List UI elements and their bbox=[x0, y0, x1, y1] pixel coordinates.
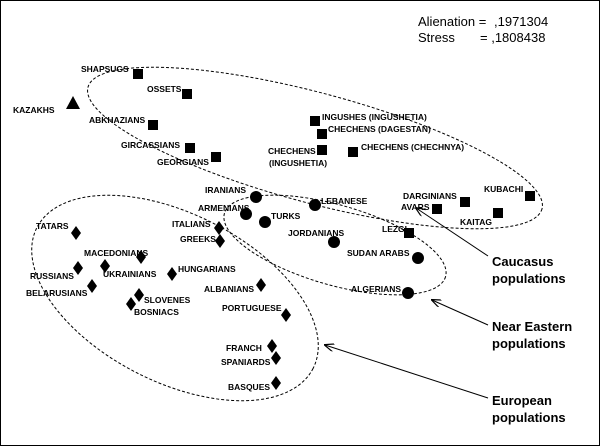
caucasus-group-label-line1: Caucasus bbox=[492, 254, 553, 269]
iranians-circle-marker bbox=[250, 191, 262, 203]
stress-label: Stress bbox=[418, 30, 455, 45]
albanians-label: ALBANIANS bbox=[204, 284, 254, 294]
spaniards-diamond-marker bbox=[271, 351, 281, 365]
sudan-arabs-circle-marker bbox=[412, 252, 424, 264]
ingushetia-label: (INGUSHETIA) bbox=[269, 158, 327, 168]
portuguese-diamond-marker bbox=[281, 308, 291, 322]
population-labels: KAZAKHS SHAPSUGS OSSETS ABKHAZIANS GIRCASSIA… bbox=[13, 64, 523, 392]
slovenes-label: SLOVENES bbox=[144, 295, 191, 305]
lebanese-label: LEBANESE bbox=[321, 196, 368, 206]
near-eastern-group-label-line2: populations bbox=[492, 336, 566, 351]
greeks-label: GREEKS bbox=[180, 234, 216, 244]
turks-label: TURKS bbox=[271, 211, 301, 221]
shapsugs-square-marker bbox=[133, 69, 143, 79]
lezgi-label: LEZGI bbox=[382, 224, 407, 234]
tatars-diamond-marker bbox=[71, 226, 81, 240]
franch-label: FRANCH bbox=[226, 343, 262, 353]
gircassians-label: GIRCASSIANS bbox=[121, 140, 180, 150]
jordanians-circle-marker bbox=[328, 236, 340, 248]
caucasus-arrow bbox=[416, 208, 489, 257]
slovenes-diamond-marker bbox=[134, 288, 144, 302]
kaitag-square-marker bbox=[493, 208, 503, 218]
russians-label: RUSSIANS bbox=[30, 271, 74, 281]
italians-label: ITALIANS bbox=[172, 219, 211, 229]
alienation-label: Alienation = bbox=[418, 14, 486, 29]
belarusians-label: BELARUSIANS bbox=[26, 288, 88, 298]
abkhazians-label: ABKHAZIANS bbox=[89, 115, 146, 125]
belarusians-diamond-marker bbox=[87, 279, 97, 293]
ossets-square-marker bbox=[182, 89, 192, 99]
european-arrow bbox=[325, 345, 489, 399]
hungarians-diamond-marker bbox=[167, 267, 177, 281]
franch-diamond-marker bbox=[267, 339, 277, 353]
jordanians-label: JORDANIANS bbox=[288, 228, 345, 238]
lezgi-square-marker bbox=[404, 228, 414, 238]
chechens-label: CHECHENS bbox=[268, 146, 316, 156]
ingushes-ingushetia-square-marker bbox=[310, 116, 320, 126]
armenians-label: ARMENIANS bbox=[198, 203, 250, 213]
algerians-label: ALGERIANS bbox=[351, 284, 401, 294]
portuguese-label: PORTUGUESE bbox=[222, 303, 282, 313]
avars-square-marker bbox=[432, 204, 442, 214]
population-markers bbox=[66, 69, 535, 390]
kaitag-label: KAITAG bbox=[460, 217, 492, 227]
georgians-label: GEORGIANS bbox=[157, 157, 209, 167]
gircassians-square-marker bbox=[185, 143, 195, 153]
caucasus-group-label-line2: populations bbox=[492, 271, 566, 286]
macedonians-diamond-marker bbox=[136, 250, 146, 264]
russians-diamond-marker bbox=[73, 261, 83, 275]
armenians-circle-marker bbox=[240, 208, 252, 220]
ukrainians-diamond-marker bbox=[100, 259, 110, 273]
macedonians-label: MACEDONIANS bbox=[84, 248, 149, 258]
kubachi-square-marker bbox=[525, 191, 535, 201]
near-eastern-group-label-line1: Near Eastern bbox=[492, 319, 572, 334]
shapsugs-label: SHAPSUGS bbox=[81, 64, 129, 74]
near-eastern-cluster-ellipse bbox=[223, 194, 447, 296]
bosniacs-label: BOSNIACS bbox=[134, 307, 179, 317]
georgians-square-marker bbox=[211, 152, 221, 162]
alienation-value: ,1971304 bbox=[494, 14, 548, 29]
kubachi-label: KUBACHI bbox=[484, 184, 523, 194]
darginians-label: DARGINIANS bbox=[403, 191, 457, 201]
stress-value: = ,1808438 bbox=[480, 30, 545, 45]
darginians-square-marker bbox=[460, 197, 470, 207]
iranians-label: IRANIANS bbox=[205, 185, 246, 195]
near-eastern-arrow bbox=[432, 300, 489, 326]
kazakhs-triangle-marker bbox=[66, 96, 80, 109]
kazakhs-label: KAZAKHS bbox=[13, 105, 55, 115]
chechens-chechnya-square-marker bbox=[348, 147, 358, 157]
ukrainians-label: UKRAINIANS bbox=[103, 269, 157, 279]
albanians-diamond-marker bbox=[256, 278, 266, 292]
lebanese-circle-marker bbox=[309, 199, 321, 211]
european-group-label-line2: populations bbox=[492, 410, 566, 425]
caucasus-cluster-ellipse bbox=[87, 66, 543, 230]
bosniacs-diamond-marker bbox=[126, 297, 136, 311]
algerians-circle-marker bbox=[402, 287, 414, 299]
italians-diamond-marker bbox=[214, 221, 224, 235]
european-group-label-line1: European bbox=[492, 393, 552, 408]
chechens-chechnya-label: CHECHENS (CHECHNYA) bbox=[361, 142, 464, 152]
european-cluster-ellipse bbox=[31, 194, 319, 402]
tatars-label: TATARS bbox=[36, 221, 69, 231]
greeks-diamond-marker bbox=[215, 234, 225, 248]
avars-label: AVARS bbox=[401, 202, 430, 212]
abkhazians-square-marker bbox=[148, 120, 158, 130]
basques-diamond-marker bbox=[271, 376, 281, 390]
ossets-label: OSSETS bbox=[147, 84, 182, 94]
chechens-square-marker bbox=[317, 145, 327, 155]
hungarians-label: HUNGARIANS bbox=[178, 264, 236, 274]
basques-label: BASQUES bbox=[228, 382, 270, 392]
chechens-dagestan-label: CHECHENS (DAGESTAN) bbox=[328, 124, 431, 134]
turks-circle-marker bbox=[259, 216, 271, 228]
spaniards-label: SPANIARDS bbox=[221, 357, 271, 367]
sudan-arabs-label: SUDAN ARABS bbox=[347, 248, 410, 258]
chechens-dagestan-square-marker bbox=[317, 129, 327, 139]
ingushes-ingushetia-label: INGUSHES (INGUSHETIA) bbox=[322, 112, 427, 122]
